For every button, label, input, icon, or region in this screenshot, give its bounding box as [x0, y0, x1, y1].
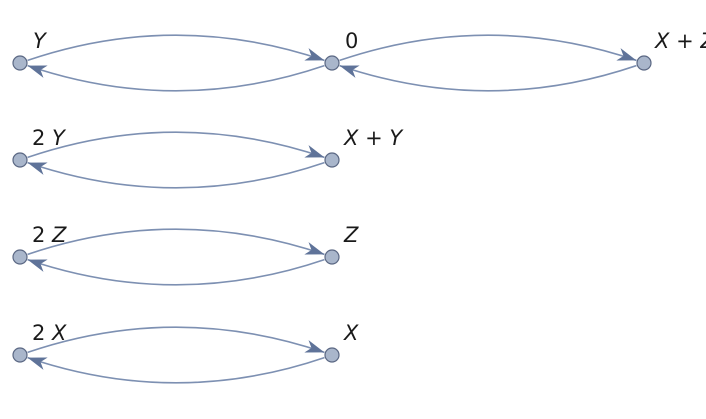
node-label-part-n_xz-1: + [669, 29, 700, 53]
arrowhead-n_0-to-n_y [27, 65, 48, 78]
arrowhead-n_x-to-n_2x [27, 357, 48, 370]
nodes-layer [12, 55, 652, 363]
labels-layer: Y0X + Z2 YX + Y2 ZZ2 XX [32, 29, 706, 345]
node-label-part-n_2y-0: 2 [32, 126, 52, 150]
arrowhead-n_z-to-n_2z [27, 259, 48, 272]
edge-n_z-to-n_2z [27, 258, 325, 286]
node-n_xz[interactable] [636, 55, 652, 71]
node-label-part-n_xz-0: X [654, 29, 670, 53]
node-label-part-n_2y-1: Y [52, 126, 67, 150]
arrowhead-n_xy-to-n_2y [27, 162, 48, 175]
edge-n_0-to-n_y [27, 64, 325, 92]
node-label-part-n_2z-0: 2 [32, 223, 52, 247]
edge-n_2y-to-n_xy [27, 131, 325, 159]
node-label-part-n_y-0: Y [33, 29, 48, 53]
node-label-part-n_xy-2: Y [389, 126, 404, 150]
node-label-n_x: X [343, 321, 359, 345]
node-label-n_z: Z [343, 223, 359, 247]
node-n_0[interactable] [324, 55, 340, 71]
node-label-n_xz: X + Z [654, 29, 706, 53]
arrowhead-n_2z-to-n_z [304, 242, 325, 255]
edge-n_x-to-n_2x [27, 356, 325, 384]
node-label-n_2x: 2 X [32, 321, 67, 345]
edge-n_y-to-n_0 [27, 34, 325, 62]
arrowhead-n_0-to-n_xz [616, 48, 637, 61]
node-n_2z[interactable] [12, 249, 28, 265]
node-label-part-n_xz-2: Z [699, 29, 706, 53]
node-n_2y[interactable] [12, 152, 28, 168]
node-label-n_2y: 2 Y [32, 126, 67, 150]
edge-n_2x-to-n_x [27, 326, 325, 354]
edge-n_0-to-n_xz [339, 34, 637, 62]
arrowhead-n_y-to-n_0 [304, 48, 325, 61]
node-label-part-n_z-0: Z [343, 223, 359, 247]
node-label-part-n_xy-0: X [343, 126, 359, 150]
node-label-part-n_x-0: X [343, 321, 359, 345]
node-n_x[interactable] [324, 347, 340, 363]
node-label-n_2z: 2 Z [32, 223, 67, 247]
node-n_z[interactable] [324, 249, 340, 265]
node-n_2x[interactable] [12, 347, 28, 363]
arrowhead-n_xz-to-n_0 [339, 65, 360, 78]
edge-n_xz-to-n_0 [339, 64, 637, 92]
arrowhead-n_2y-to-n_xy [304, 145, 325, 158]
node-label-part-n_2x-1: X [51, 321, 67, 345]
node-label-part-n_xy-1: + [358, 126, 389, 150]
node-n_xy[interactable] [324, 152, 340, 168]
node-label-part-n_0-0: 0 [345, 29, 358, 53]
edge-n_xy-to-n_2y [27, 161, 325, 189]
edges-layer [27, 34, 637, 384]
node-label-n_0: 0 [345, 29, 358, 53]
node-label-part-n_2x-0: 2 [32, 321, 52, 345]
node-label-n_y: Y [33, 29, 48, 53]
edge-n_2z-to-n_z [27, 228, 325, 256]
node-label-n_xy: X + Y [343, 126, 404, 150]
node-n_y[interactable] [12, 55, 28, 71]
arrowhead-n_2x-to-n_x [304, 340, 325, 353]
node-label-part-n_2z-1: Z [51, 223, 67, 247]
